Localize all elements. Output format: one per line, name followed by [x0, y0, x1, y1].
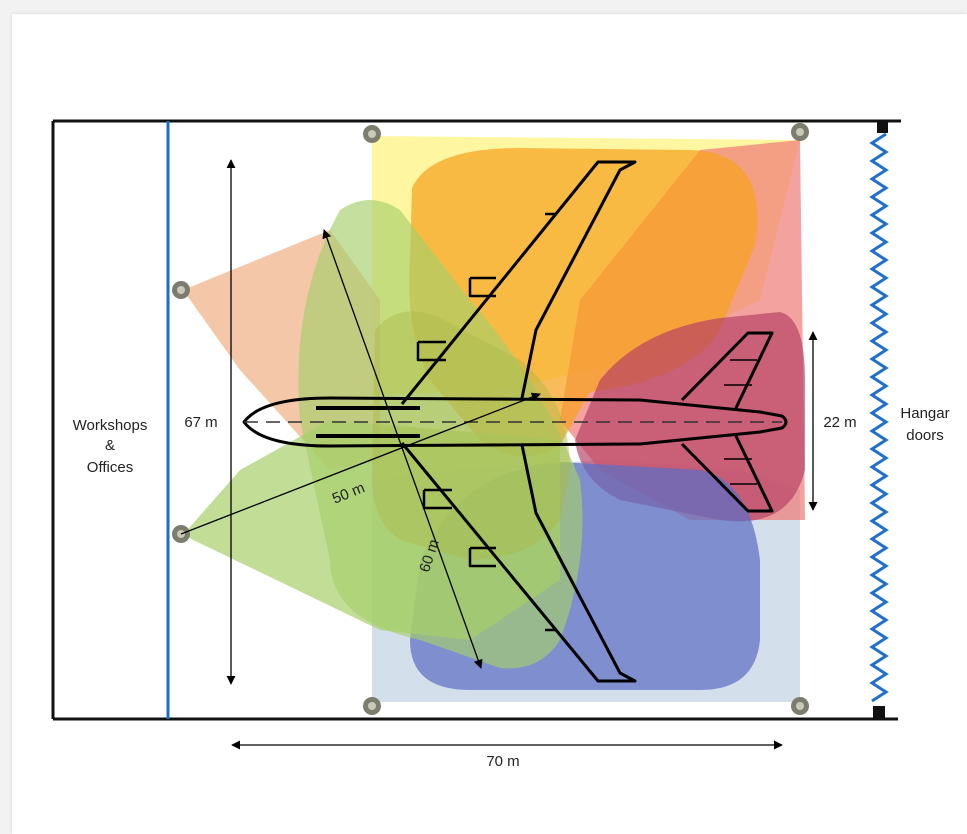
dimension-lines [180, 159, 818, 750]
lighting-coverage-zones [183, 136, 805, 702]
airplane-upper-wing [400, 160, 637, 405]
ampersand-label: & [105, 437, 115, 454]
airplane-lower-stabilizer [680, 433, 774, 513]
hangar-doors-label: Hangar doors [900, 405, 949, 444]
workshops-offices-label: Workshops & Offices [62, 408, 160, 478]
hangar-doors [869, 121, 889, 718]
offices-label: Offices [87, 459, 133, 476]
hangar-label: Hangar [900, 405, 949, 422]
light-fixture-icon [791, 697, 809, 715]
tail-dimension-label: 22 m [823, 414, 856, 431]
doors-label: doors [906, 427, 944, 444]
hangar-floor-plan: Workshops & Offices 67 m 70 m 22 m 50 m … [51, 119, 950, 770]
height-dimension-label: 67 m [184, 414, 217, 431]
diag-60-line [322, 229, 483, 669]
hangar-door-zigzag [869, 132, 889, 703]
light-fixture-icon [791, 123, 809, 141]
airplane-lower-wing [400, 442, 637, 683]
light-fixture-icon [363, 697, 381, 715]
light-fixture-icon [172, 281, 190, 299]
workshops-label: Workshops [73, 417, 148, 434]
light-fixture-icon [363, 125, 381, 143]
hangar-walls [51, 119, 901, 721]
light-fixtures [172, 123, 809, 715]
airplane-upper-stabilizer [680, 331, 774, 411]
diagram-card: Workshops & Offices 67 m 70 m 22 m 50 m … [12, 14, 967, 834]
airplane-fuselage [242, 396, 788, 448]
width-dimension-label: 70 m [486, 753, 519, 770]
